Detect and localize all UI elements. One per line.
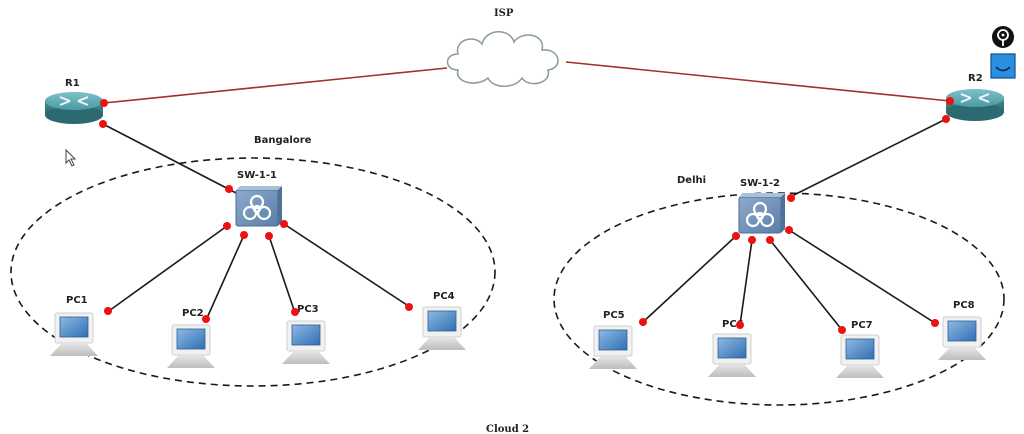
port-dots: [99, 97, 954, 334]
pc-pc6-label: PC6: [722, 319, 744, 330]
pc-pc1[interactable]: [49, 312, 99, 357]
pc-pc4-label: PC4: [433, 291, 455, 302]
link-sw11-pc4[interactable]: [283, 223, 411, 308]
canvas-label: Cloud 2: [486, 424, 529, 434]
port-dot: [785, 226, 793, 234]
switch-sw11[interactable]: [234, 184, 284, 228]
isp-label: ISP: [494, 8, 514, 19]
mouse-cursor-icon: [65, 148, 77, 167]
link-sw12-pc6[interactable]: [739, 239, 753, 326]
port-dot: [732, 232, 740, 240]
pc-pc7[interactable]: [835, 334, 885, 379]
port-dot: [405, 303, 413, 311]
port-dot: [787, 194, 795, 202]
port-dot: [946, 97, 954, 105]
port-dot: [838, 326, 846, 334]
link-sw11-pc1[interactable]: [105, 225, 228, 314]
port-dot: [766, 236, 774, 244]
pc-pc5-label: PC5: [603, 310, 625, 321]
switch-sw12-label: SW-1-2: [740, 178, 780, 189]
site-boundary-bangalore[interactable]: [10, 157, 496, 387]
site-label-delhi: Delhi: [677, 175, 706, 186]
switch-sw12[interactable]: [737, 191, 787, 235]
port-dot: [225, 185, 233, 193]
pc-pc6[interactable]: [707, 333, 757, 378]
pc-pc1-label: PC1: [66, 295, 88, 306]
link-r1-isp[interactable]: [103, 67, 448, 104]
port-dot: [280, 220, 288, 228]
link-sw12-pc8[interactable]: [788, 229, 936, 324]
switch-sw11-label: SW-1-1: [237, 170, 277, 181]
isp-cloud[interactable]: [446, 30, 559, 88]
pc-pc4[interactable]: [417, 306, 467, 351]
router-r2-label: R2: [968, 73, 983, 84]
port-dot: [931, 319, 939, 327]
link-r1-sw11[interactable]: [102, 123, 241, 196]
pc-pc8[interactable]: [937, 316, 987, 361]
port-dot: [291, 308, 299, 316]
pc-pc3-label: PC3: [297, 304, 319, 315]
router-r2[interactable]: [945, 88, 1005, 122]
router-r1[interactable]: [44, 91, 104, 125]
port-dot: [736, 321, 744, 329]
port-dot: [265, 232, 273, 240]
port-dot: [104, 307, 112, 315]
port-dot: [942, 115, 950, 123]
pc-pc3[interactable]: [281, 320, 331, 365]
router-r1-label: R1: [65, 78, 80, 89]
link-sw11-pc3[interactable]: [268, 235, 296, 314]
pc-pc5[interactable]: [588, 325, 638, 370]
port-dot: [240, 231, 248, 239]
link-sw12-pc7[interactable]: [769, 239, 843, 331]
pc-pc8-label: PC8: [953, 300, 975, 311]
port-dot: [202, 315, 210, 323]
blue-smile-icon[interactable]: [990, 53, 1016, 79]
pc-pc2-label: PC2: [182, 308, 204, 319]
site-label-bangalore: Bangalore: [254, 135, 312, 146]
link-sw12-pc5[interactable]: [642, 235, 737, 323]
port-dot: [99, 120, 107, 128]
link-isp-r2[interactable]: [565, 61, 951, 102]
port-dot: [100, 99, 108, 107]
port-dot: [223, 222, 231, 230]
pc-pc7-label: PC7: [851, 320, 873, 331]
link-sw11-pc2[interactable]: [206, 234, 245, 319]
pc-pc2[interactable]: [166, 324, 216, 369]
port-dot: [639, 318, 647, 326]
link-r2-sw12[interactable]: [787, 118, 947, 199]
port-dot: [748, 236, 756, 244]
lightbulb-pin-icon[interactable]: [992, 26, 1014, 48]
